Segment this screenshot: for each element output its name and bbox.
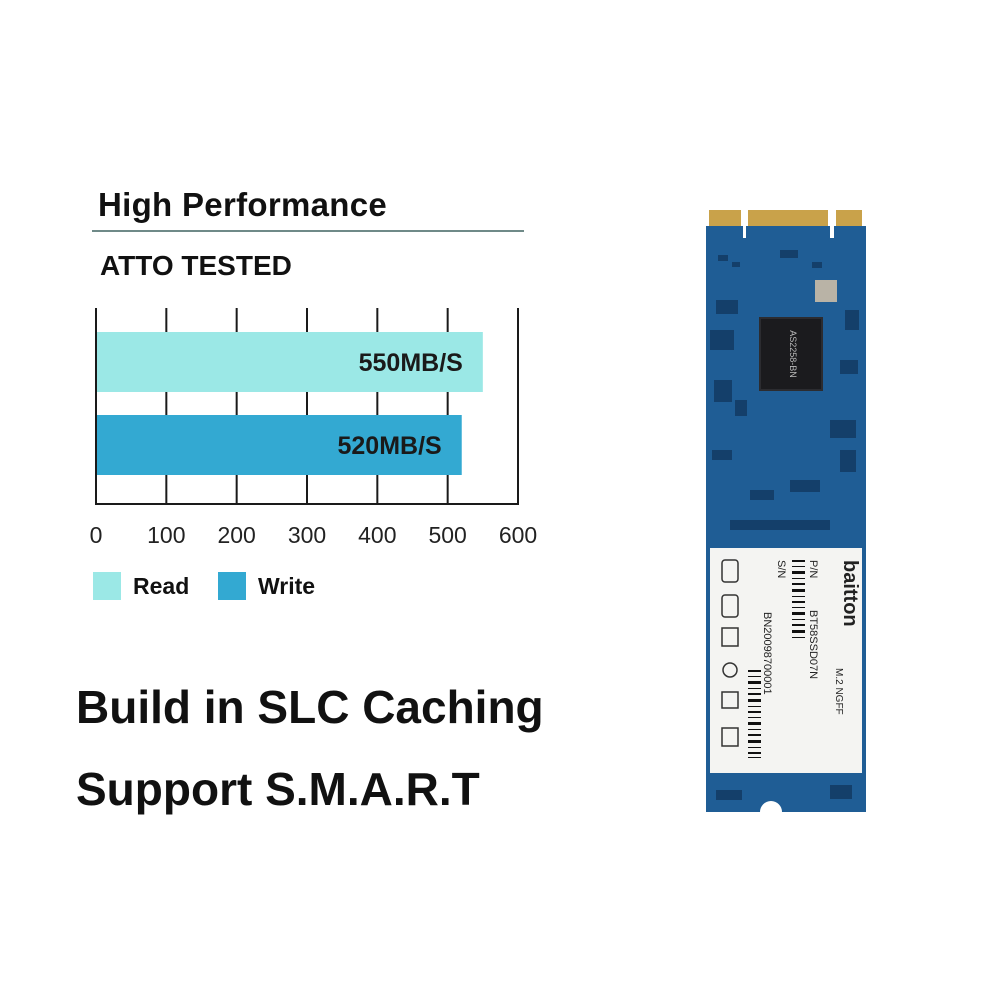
legend-swatch-write xyxy=(218,572,246,600)
sn-label: S/N xyxy=(775,560,787,578)
certification-icons xyxy=(721,559,739,747)
legend-label-write: Write xyxy=(258,572,316,599)
x-tick-400: 400 xyxy=(358,522,396,548)
x-tick-100: 100 xyxy=(147,522,185,548)
feature-slc-caching: Build in SLC Caching xyxy=(76,681,544,733)
chart-title: High Performance xyxy=(98,186,388,223)
chart-subtitle: ATTO TESTED xyxy=(100,250,292,281)
data-label-read: 550MB/S xyxy=(359,349,463,377)
legend-write: Write xyxy=(218,572,315,600)
x-tick-300: 300 xyxy=(288,522,326,548)
x-tick-500: 500 xyxy=(428,522,466,548)
pcb-details xyxy=(710,250,859,800)
product-label: baitton P/N BT58SSD07N S/N BN20098700001… xyxy=(710,548,862,773)
x-tick-0: 0 xyxy=(90,522,103,548)
controller-chip: AS2258-BN xyxy=(759,317,823,391)
sn-value: BN20098700001 xyxy=(761,612,773,695)
legend-swatch-read xyxy=(93,572,121,600)
title-divider xyxy=(92,230,524,232)
barcode-sn xyxy=(748,670,761,758)
feature-smart-support: Support S.M.A.R.T xyxy=(76,763,480,815)
crystal-component xyxy=(815,280,837,302)
brand-logo: baitton xyxy=(839,560,861,627)
pn-label: P/N xyxy=(807,560,819,578)
x-tick-200: 200 xyxy=(217,522,255,548)
form-factor-text: M.2 NGFF xyxy=(833,668,844,715)
x-tick-600: 600 xyxy=(499,522,537,548)
bar-read xyxy=(96,332,483,392)
chip-marking: AS2258-BN xyxy=(788,330,798,378)
barcode-pn xyxy=(792,560,805,638)
legend-read: Read xyxy=(93,572,189,600)
pn-value: BT58SSD07N xyxy=(807,610,819,679)
bar-write xyxy=(96,415,462,475)
data-label-write: 520MB/S xyxy=(338,432,442,460)
legend-label-read: Read xyxy=(133,572,190,599)
